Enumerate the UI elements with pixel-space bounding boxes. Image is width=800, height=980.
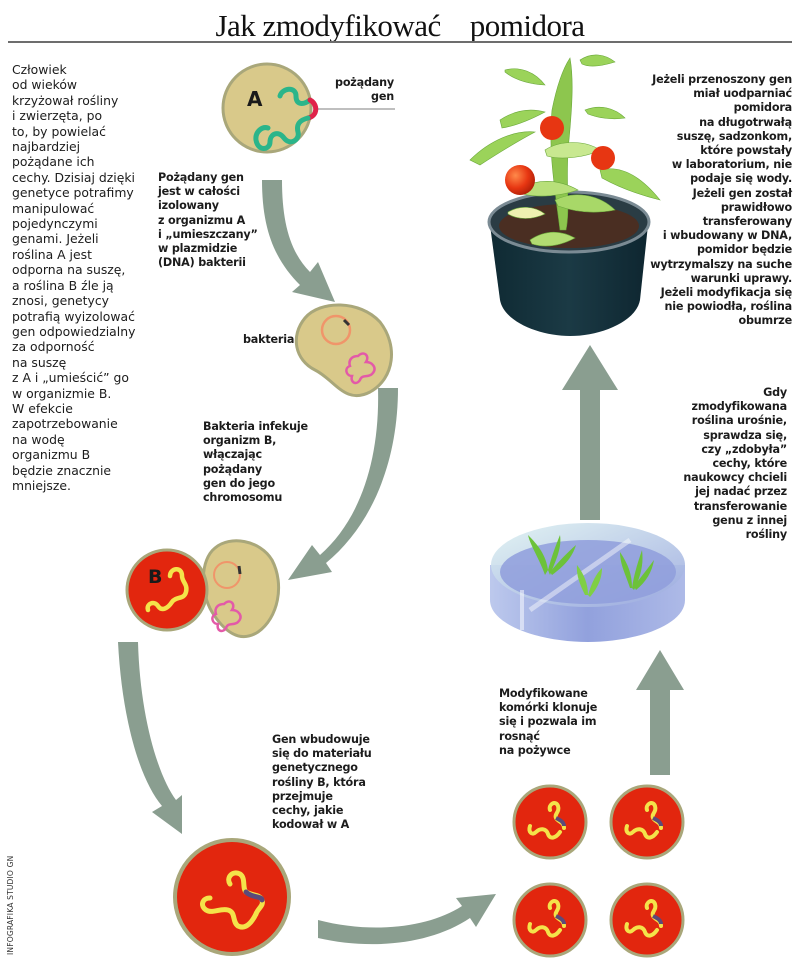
arrow-b-to-plant-cell <box>118 642 182 834</box>
organism-a-label: A <box>247 87 263 111</box>
seedling-icon <box>576 565 602 597</box>
cloned-cells <box>512 784 685 958</box>
step-result-caption: Jeżeli przenoszony gen miał uodparniać p… <box>650 73 792 328</box>
page-title: Jak zmodyfikować pomidora <box>215 8 585 43</box>
arrow-dish-to-plant <box>562 345 618 520</box>
tomato-icon <box>591 146 615 170</box>
organism-b-cell <box>125 539 280 639</box>
credit-text: INFOGRAFIKA STUDIO GN <box>6 855 15 955</box>
bacterium-label: bakteria <box>243 333 295 346</box>
arrow-a-to-bacteria <box>262 180 335 302</box>
clone-cell <box>609 882 685 958</box>
seedling-icon <box>528 535 576 575</box>
organism-a-cell <box>221 62 395 154</box>
organism-b-label: B <box>148 566 162 588</box>
bacterium-cell <box>294 303 393 398</box>
petri-dish <box>490 523 685 642</box>
arrow-bacteria-to-b <box>288 388 398 580</box>
arrow-cell-to-clones <box>318 894 496 945</box>
modified-plant-cell <box>173 838 291 956</box>
step-infect-caption: Bakteria infekuje organizm B, włączając … <box>203 420 308 505</box>
step-check-caption: Gdy zmodyfikowana roślina urośnie, spraw… <box>683 386 787 542</box>
step-integrate-caption: Gen wbudowuje się do materiału genetyczn… <box>272 733 372 832</box>
title-divider <box>8 41 792 43</box>
tomato-icon <box>540 116 564 140</box>
step-clone-caption: Modyfikowane komórki klonuje się i pozwa… <box>499 687 598 757</box>
inserted-gene-mark <box>342 318 351 327</box>
seedling-icon <box>620 550 654 590</box>
bacterial-dna-icon <box>345 352 376 385</box>
clone-cell <box>512 882 588 958</box>
step-isolate-caption: Pożądany gen jest w całości izolowany z … <box>158 171 258 270</box>
tomato-icon <box>505 165 535 195</box>
plasmid-icon <box>320 314 352 346</box>
potted-tomato-plant <box>469 54 661 336</box>
intro-paragraph: Człowiek od wieków krzyżował rośliny i z… <box>12 62 136 493</box>
clone-cell <box>609 784 685 860</box>
desired-gene-label: pożądany gen <box>335 76 394 104</box>
clone-cell <box>512 784 588 860</box>
arrow-clones-to-dish <box>636 650 684 775</box>
